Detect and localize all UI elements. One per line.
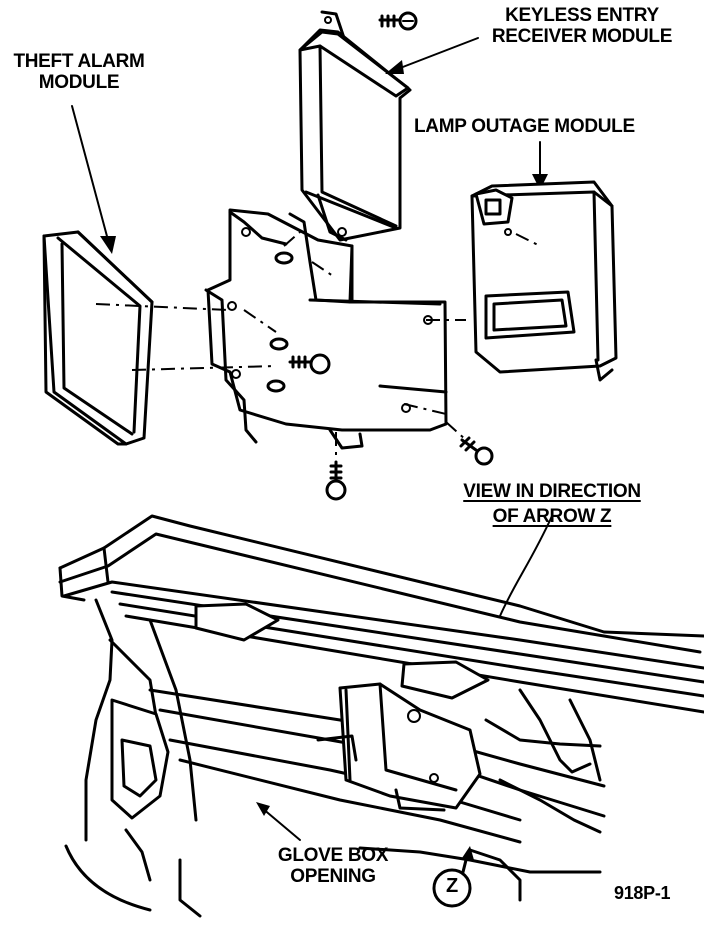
keyless-entry-label: KEYLESS ENTRY RECEIVER MODULE xyxy=(478,5,686,47)
alignment-lines xyxy=(95,231,541,460)
mounting-bracket xyxy=(204,208,448,450)
keyless-entry-label-line1: KEYLESS ENTRY xyxy=(505,5,659,26)
figure-number: 918P-1 xyxy=(614,883,671,903)
keyless-entry-label-line2: RECEIVER MODULE xyxy=(491,25,673,47)
glove-box-label: GLOVE BOX OPENING xyxy=(268,845,398,887)
glove-box-label-line2: OPENING xyxy=(290,865,376,887)
keyless-entry-module xyxy=(298,10,412,242)
lamp-outage-module xyxy=(470,180,618,382)
theft-alarm-module xyxy=(42,230,154,446)
screw-top xyxy=(378,11,418,31)
lamp-outage-label: LAMP OUTAGE MODULE xyxy=(414,116,635,137)
arrow-z-marker xyxy=(432,846,474,908)
screw-right xyxy=(459,436,494,466)
screw-bottom xyxy=(325,460,347,501)
view-direction-line2: OF ARROW Z xyxy=(492,505,612,527)
theft-alarm-label-line2: MODULE xyxy=(38,71,120,93)
theft-alarm-label: THEFT ALARM MODULE xyxy=(4,51,154,93)
dashboard-view xyxy=(58,514,704,918)
view-direction-label: VIEW IN DIRECTION OF ARROW Z xyxy=(432,481,672,527)
theft-alarm-label-line1: THEFT ALARM xyxy=(13,51,145,72)
arrow-z-letter: Z xyxy=(446,875,458,897)
screw-center xyxy=(288,353,331,375)
glove-box-label-line1: GLOVE BOX xyxy=(277,845,389,866)
view-direction-line1: VIEW IN DIRECTION xyxy=(463,481,641,502)
leader-arrows xyxy=(71,37,548,254)
